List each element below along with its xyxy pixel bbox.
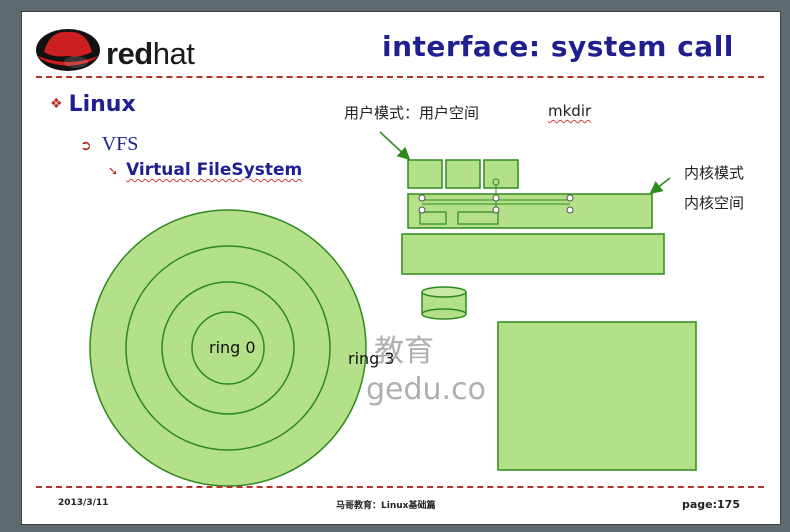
footer-divider [36,486,764,489]
ring-inner [191,311,265,385]
watermark-url: gedu.co [366,372,486,407]
mkdir-label: mkdir [548,102,592,120]
handle-dot [492,194,500,202]
user-process-box [407,159,443,189]
kernel-mode-arrow [649,177,671,194]
slide: redhat interface: system call ❖Linux ➲VF… [22,12,780,524]
hardware-bar [401,233,665,275]
user-mode-label: 用户模式：用户空间 [344,104,480,122]
arrow-bullet-icon: ➲ [80,139,92,154]
header-divider [36,76,764,79]
handle-dot [418,194,426,202]
disk-cylinder-icon [421,286,467,320]
kernel-subbox [419,211,447,225]
user-mode-arrow [379,131,411,161]
diamond-bullet-icon: ❖ [50,96,63,112]
handle-dot [566,206,574,214]
bullet-level2: ➲VFS [80,133,139,155]
bullet-level3: ➘Virtual FileSystem [108,160,303,180]
redhat-logo-icon [36,29,100,71]
user-process-box [445,159,481,189]
watermark-cn: 教育 [374,334,434,369]
memory-box [497,321,697,471]
bullet-level1: ❖Linux [50,92,136,117]
architecture-diagram [89,131,697,487]
footer-center: 马哥教育：Linux基础篇 [336,501,436,511]
kernel-subbox [457,211,499,225]
handle-dot [492,178,500,186]
logo-wordmark: redhat [106,36,195,71]
kernel-mode-label: 内核模式 [684,164,745,182]
kernel-space-label: 内核空间 [684,194,745,212]
footer-page: page:175 [682,498,740,511]
ring-3-label: ring 3 [348,349,395,368]
arrow-down-right-bullet-icon: ➘ [108,164,119,178]
ring-0-label: ring 0 [209,338,256,357]
handle-dot [492,206,500,214]
footer-date: 2013/3/11 [58,498,109,508]
handle-dot [566,194,574,202]
handle-dot [418,206,426,214]
slide-title: interface: system call [382,30,734,63]
user-process-box [483,159,519,189]
